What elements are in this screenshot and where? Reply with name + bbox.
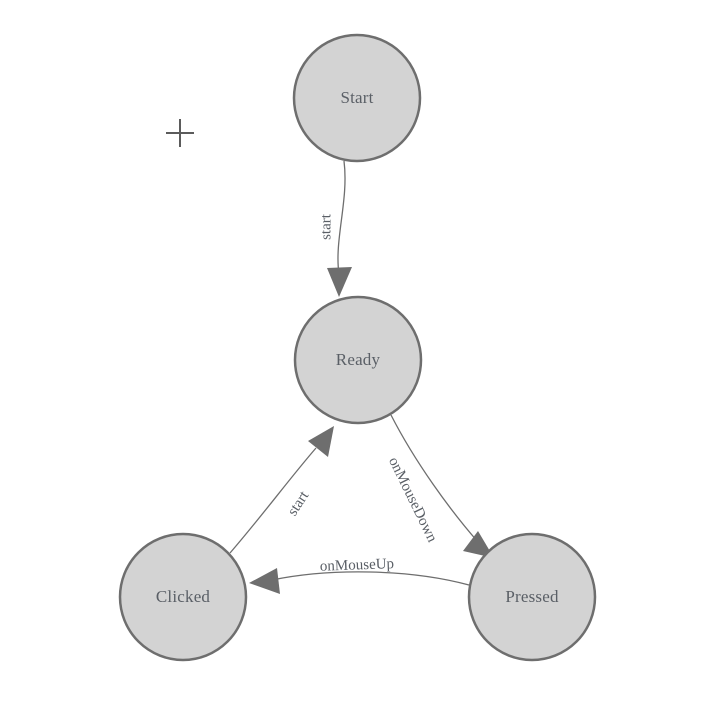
- edge-label-pressed-to-clicked: onMouseUp: [320, 556, 395, 575]
- edge-label-start-to-ready: start: [318, 213, 334, 240]
- state-node-start-label: Start: [340, 88, 373, 107]
- arrowhead-into-pressed: [463, 531, 494, 558]
- state-node-pressed-label: Pressed: [505, 587, 559, 606]
- state-node-start-shape[interactable]: [292, 33, 422, 163]
- state-node-start[interactable]: Start: [292, 33, 422, 163]
- edge-pressed-to-clicked[interactable]: onMouseUp: [249, 556, 470, 594]
- arrowhead-into-ready-bottom: [308, 426, 334, 457]
- state-node-pressed[interactable]: Pressed: [467, 532, 597, 662]
- arrowhead-into-clicked: [249, 568, 280, 594]
- state-node-pressed-shape[interactable]: [467, 532, 597, 662]
- edge-label-clicked-to-ready: start: [285, 488, 313, 519]
- plus-crosshair-marker: [166, 119, 194, 147]
- edge-start-to-ready[interactable]: start: [318, 160, 352, 297]
- arrowhead-into-ready-top: [327, 267, 352, 297]
- edge-ready-to-pressed[interactable]: onMouseDown: [385, 414, 494, 558]
- edge-label-ready-to-pressed: onMouseDown: [385, 455, 440, 546]
- edge-clicked-to-ready[interactable]: start: [229, 426, 334, 554]
- state-node-clicked[interactable]: Clicked: [118, 532, 248, 662]
- state-node-ready-label: Ready: [336, 350, 381, 369]
- state-node-clicked-label: Clicked: [156, 587, 211, 606]
- state-node-ready-shape[interactable]: [293, 295, 423, 425]
- state-node-ready[interactable]: Ready: [293, 295, 423, 425]
- state-node-clicked-shape[interactable]: [118, 532, 248, 662]
